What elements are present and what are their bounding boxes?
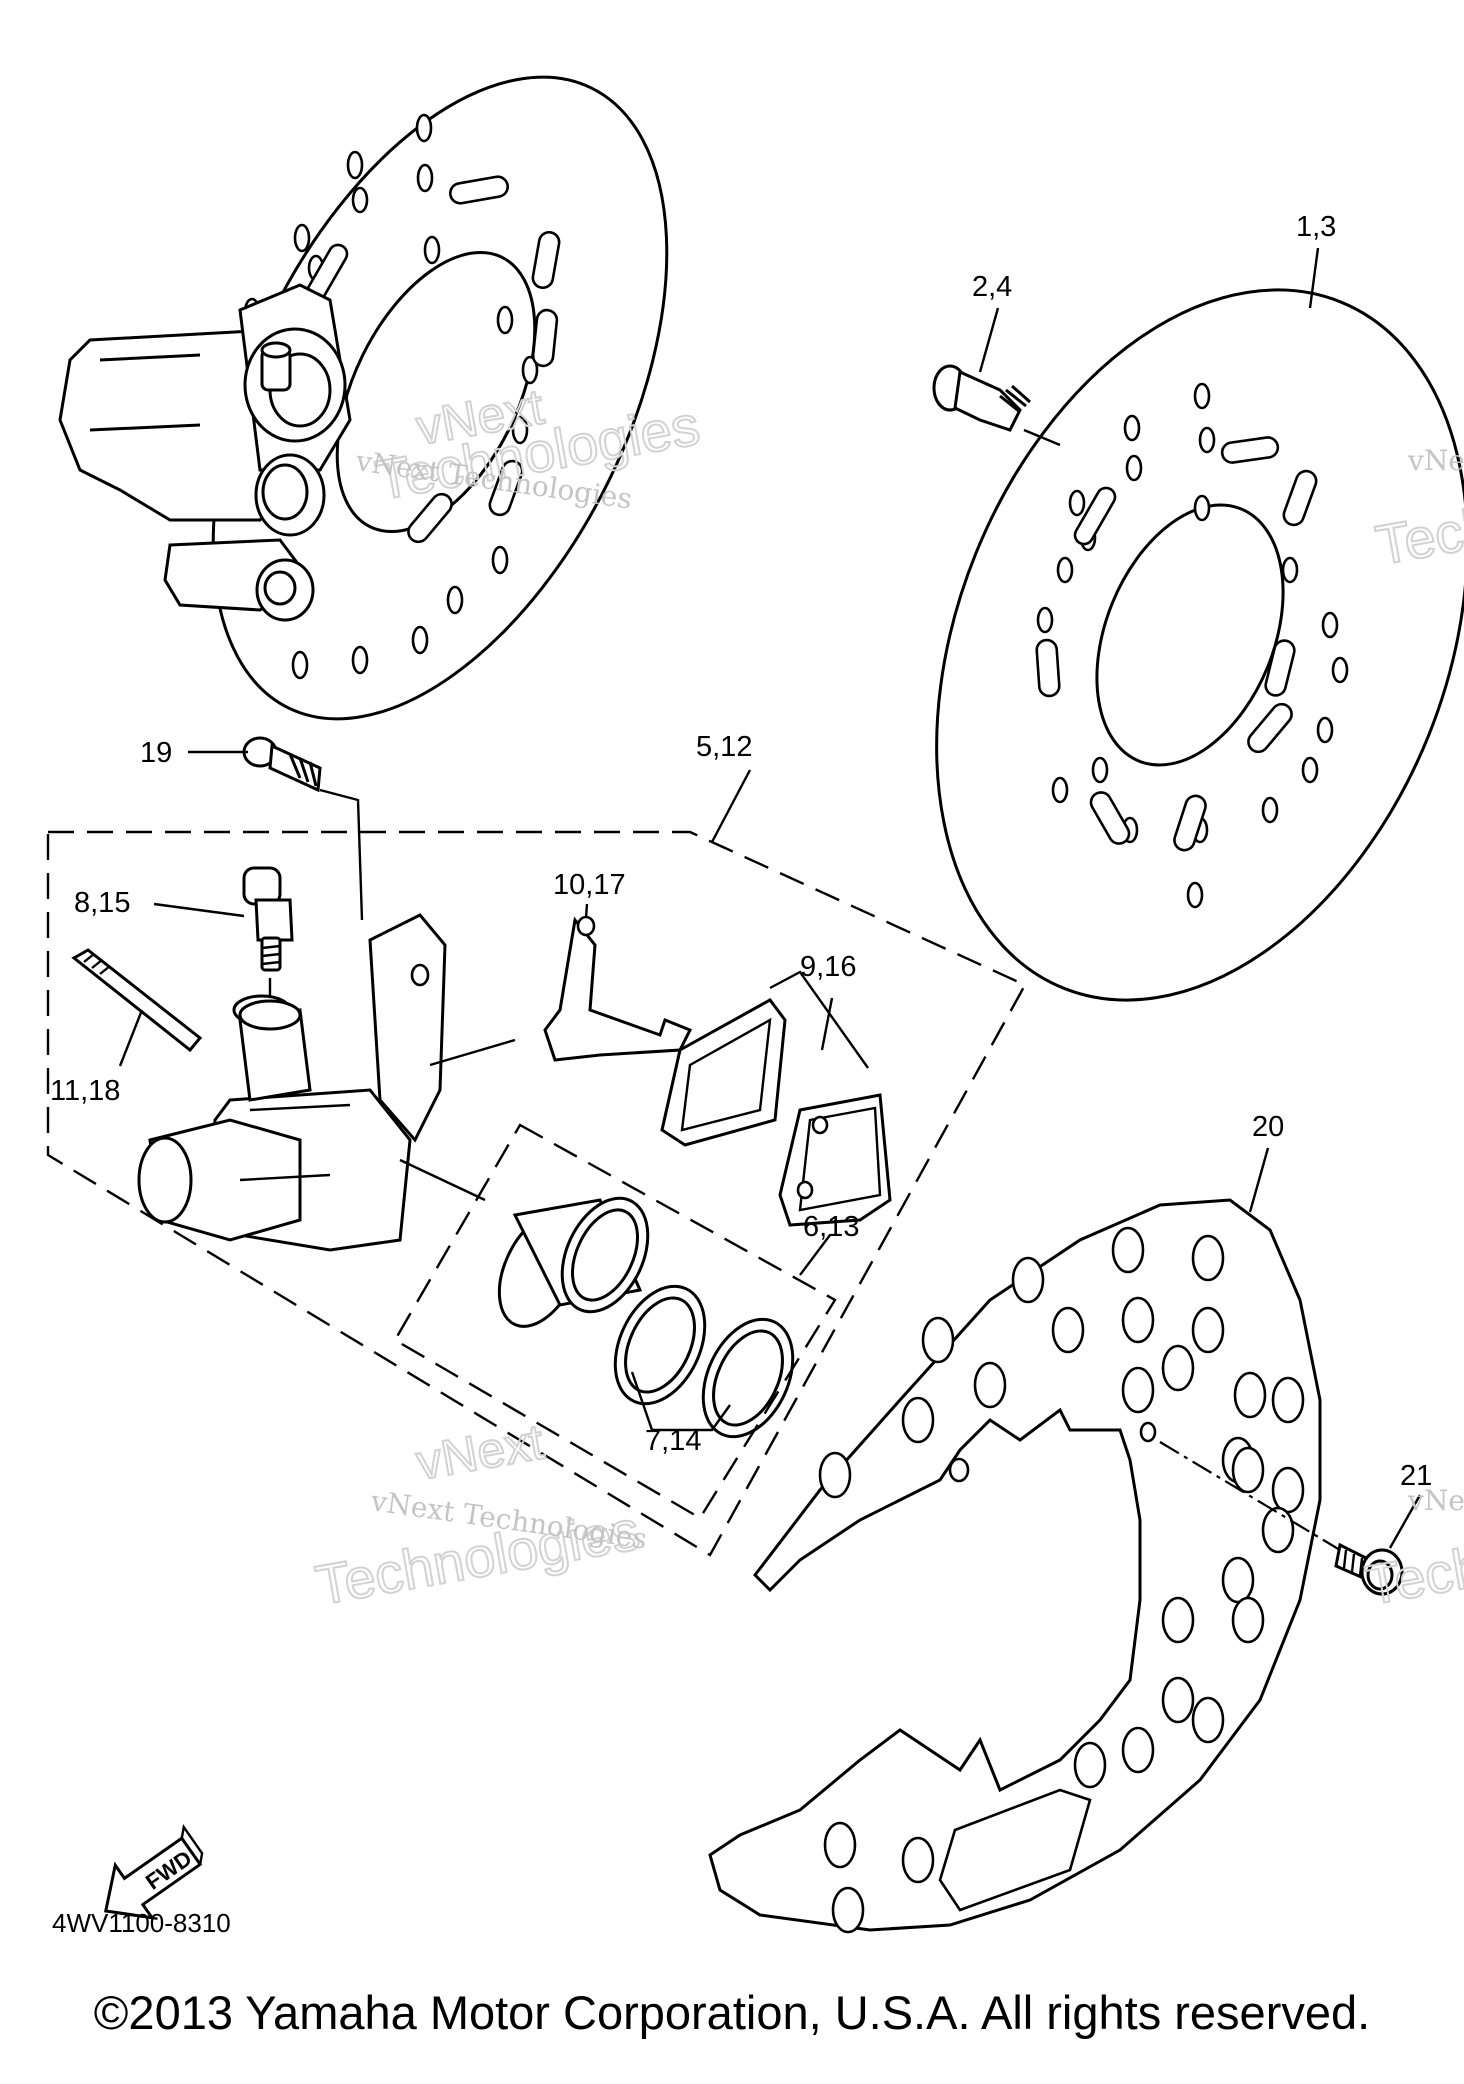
slide-pin-part — [71, 948, 203, 1053]
caliper-kit-outline — [46, 830, 1027, 1557]
callout-bleed-screw: 8,15 — [74, 887, 130, 919]
watermark-line1-right-top: vNext Technologies — [1407, 444, 1464, 477]
brake-disc-part — [935, 288, 1464, 1002]
callout-protector: 20 — [1252, 1111, 1284, 1143]
callout-caliper-pad-kit: 5,12 — [696, 731, 752, 763]
watermark-line1-right-bottom: vNext Technologies — [1407, 1484, 1464, 1517]
diagram-code: 4WV1100-8310 — [52, 1908, 231, 1938]
callout-leaders — [118, 247, 1422, 1549]
callout-pin: 11,18 — [50, 1075, 120, 1107]
callout-labels: 1,3 2,4 5,12 19 8,15 10,17 9,16 11,18 6,… — [50, 211, 1432, 1492]
protector-bolt-part — [1159, 1441, 1404, 1596]
callout-caliper-bolt: 19 — [140, 737, 172, 769]
watermark-line2-bottom: vNext — [412, 1413, 548, 1490]
caliper-bolt-part — [242, 736, 364, 921]
pad-support-part — [543, 915, 693, 1062]
callout-seal-kit: 7,14 — [645, 1425, 701, 1457]
brake-pads-part — [660, 970, 892, 1227]
disc-bolt-part — [932, 364, 1061, 447]
callout-pad-a: 9,16 — [800, 951, 856, 983]
fwd-arrow-icon: FWD — [103, 1824, 204, 1920]
callout-protector-bolt: 21 — [1400, 1460, 1432, 1492]
callout-pad-support: 10,17 — [553, 869, 626, 901]
callout-disc: 1,3 — [1296, 211, 1336, 243]
assembled-brake-disc — [58, 75, 669, 721]
copyright-notice: ©2013 Yamaha Motor Corporation, U.S.A. A… — [93, 1986, 1371, 2039]
piston-seal-part — [497, 1196, 795, 1439]
callout-disc-bolt: 2,4 — [972, 271, 1012, 303]
disc-protector-part — [708, 1198, 1322, 1934]
callout-pad-set: 6,13 — [803, 1211, 859, 1243]
caliper-body-part — [137, 913, 516, 1252]
